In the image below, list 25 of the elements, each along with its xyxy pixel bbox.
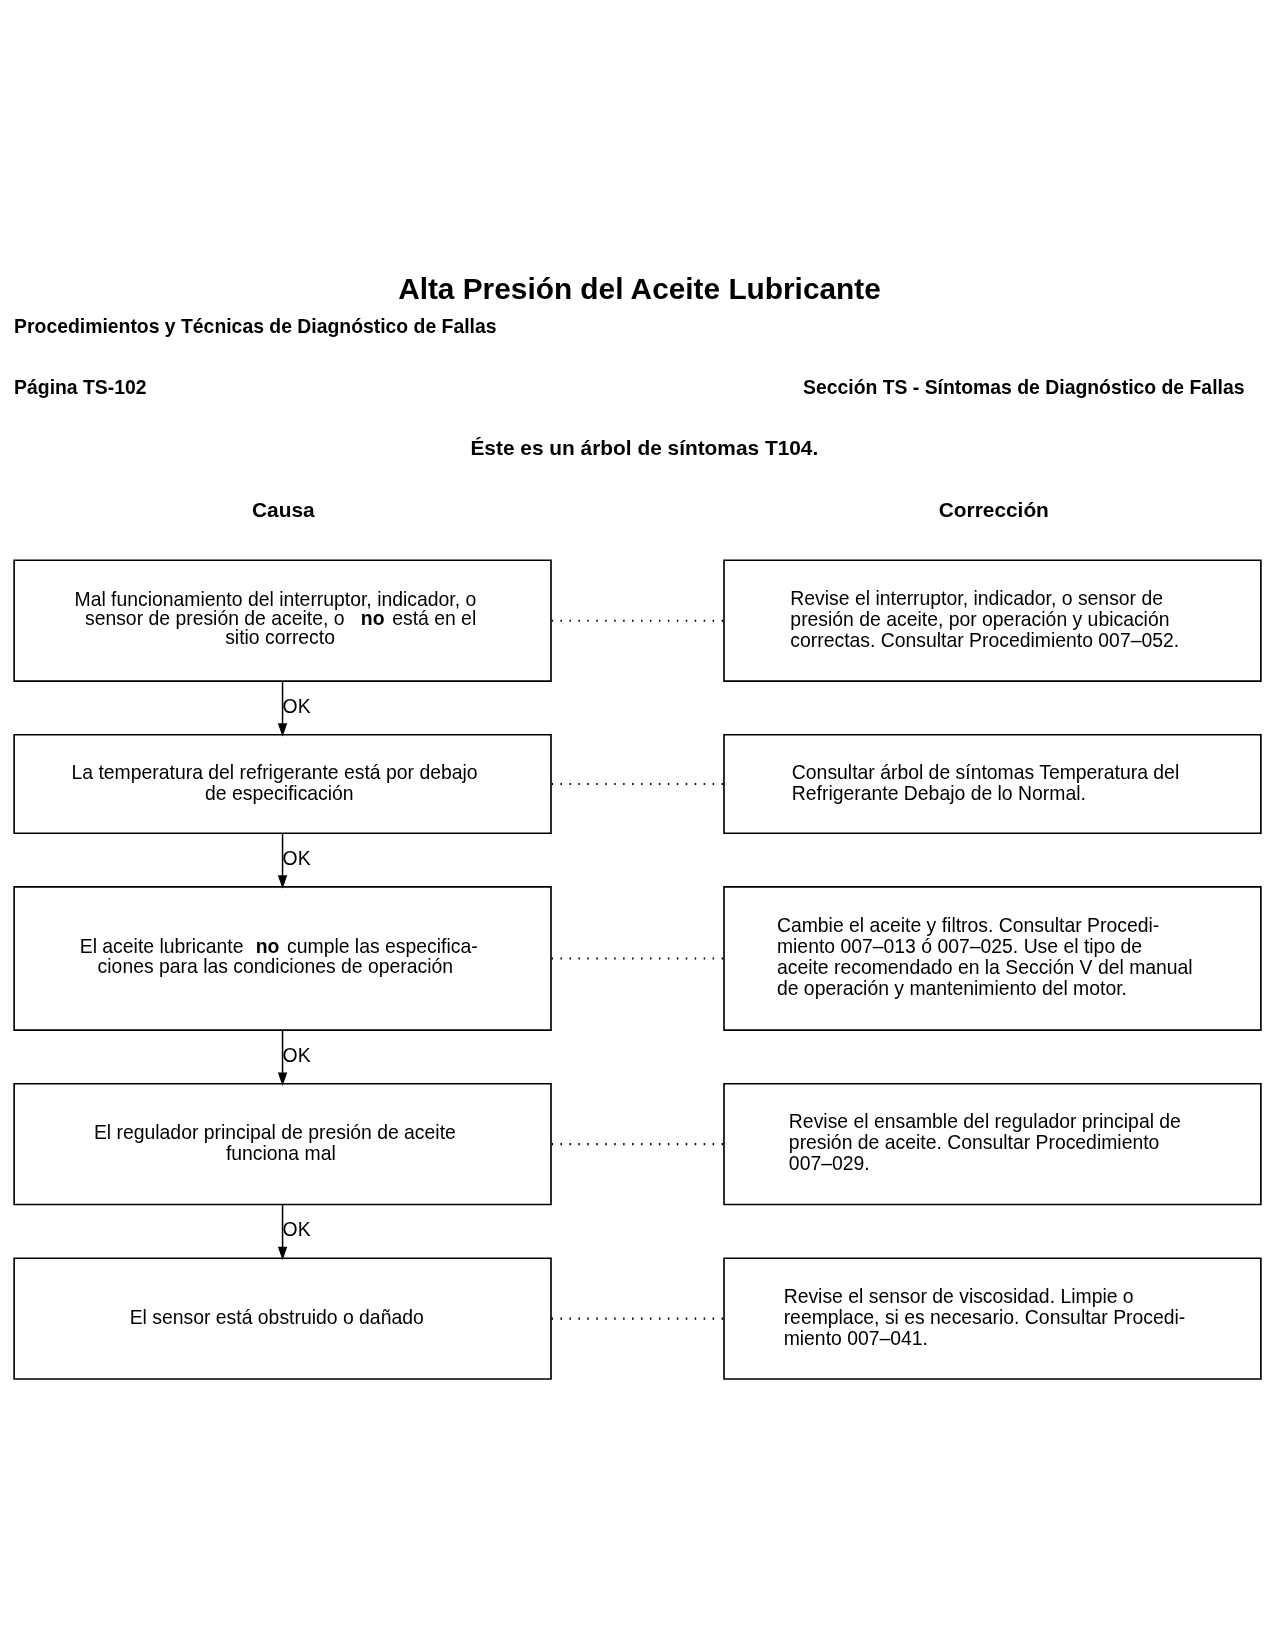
edge-label: OK (282, 695, 311, 717)
label: Éste es un árbol de síntomas T104. (470, 436, 819, 460)
arrow (277, 832, 288, 889)
arrow (277, 680, 288, 737)
label: Página TS-102 (14, 375, 147, 398)
edge-label: OK (282, 847, 311, 870)
label: Sección TS - Síntomas de Diagnóstico de Fallas (803, 375, 1245, 398)
node-box: Revise el sensor de viscosidad. Limpie o reemplace, si es necesario. Consultar Procedi- miento 007–041. (723, 1257, 1262, 1380)
label: Corrección (938, 498, 1049, 522)
node-box: El sensor está obstruido o dañado (13, 1257, 552, 1380)
diagram-title: Alta Presión del Aceite Lubricante (398, 272, 881, 306)
node-box: El aceite lubricante no cumple las especifica- ciones para las condiciones de operación (13, 886, 552, 1031)
arrow (277, 1029, 288, 1086)
node-box: Consultar árbol de síntomas Temperatura del Refrigerante Debajo de lo Normal. (723, 733, 1262, 835)
arrow (277, 1203, 288, 1261)
node-box: El regulador principal de presión de aceite funciona mal (13, 1082, 552, 1206)
label: Procedimientos y Técnicas de Diagnóstico de Fallas (14, 314, 497, 337)
node-box: Mal funcionamiento del interruptor, indicador, o sensor de presión de aceite, o no está en el sitio correcto (13, 559, 552, 682)
label: Causa (251, 498, 315, 522)
node-box: Revise el interruptor, indicador, o sensor de presión de aceite, por operación y ubicación correctas. Consultar Procedimiento 007–052. (723, 559, 1262, 682)
node-box: La temperatura del refrigerante está por debajo de especificación (13, 733, 552, 835)
node-box: Cambie el aceite y filtros. Consultar Procedi- miento 007–013 ó 007–025. Use el tipo de aceite recomendado en la Sección V del manual de operación y mantenimiento del motor. (723, 886, 1262, 1031)
edge-label: OK (282, 1218, 311, 1241)
edge-label: OK (282, 1043, 311, 1066)
node-box: Revise el ensamble del regulador principal de presión de aceite. Consultar Procedimiento 007–029. (723, 1082, 1262, 1206)
